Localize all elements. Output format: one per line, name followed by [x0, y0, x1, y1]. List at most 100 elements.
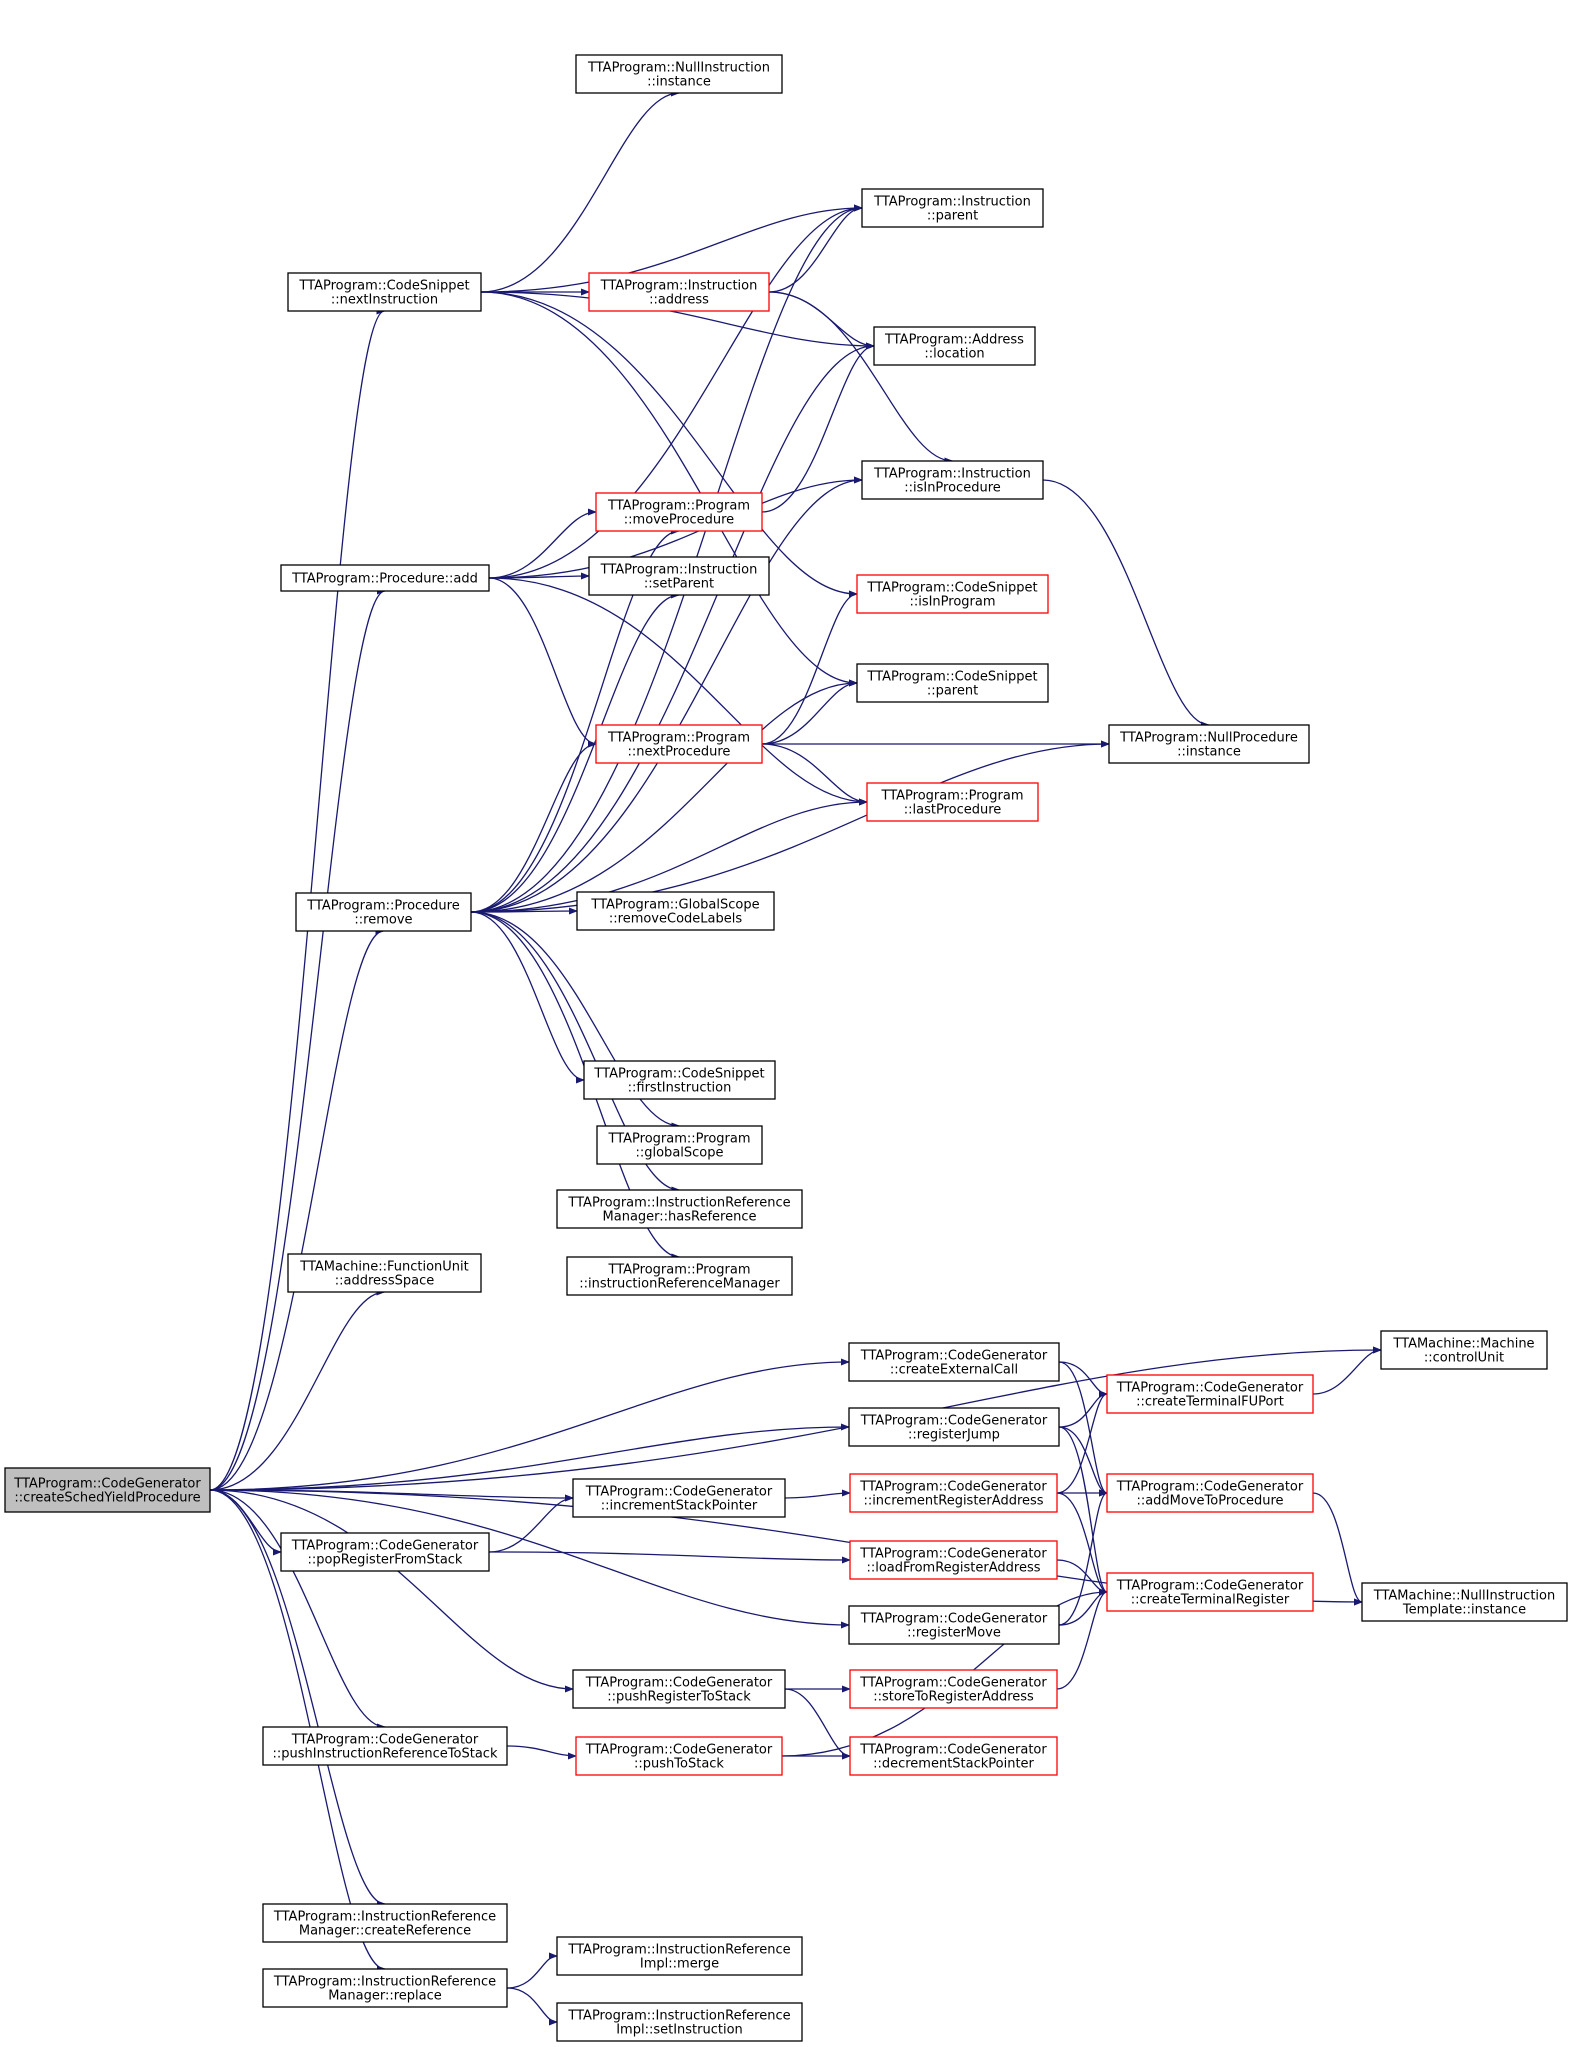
node-cs-firstInstruction[interactable]: TTAProgram::CodeSnippet::firstInstructio… — [583, 1060, 776, 1100]
call-edge-instr_address-to-instr_parent — [768, 204, 863, 293]
node-label-line: TTAProgram::Program — [607, 499, 750, 514]
node-box — [583, 1060, 776, 1100]
node-instr-isInProcedure[interactable]: TTAProgram::Instruction::isInProcedure — [861, 460, 1044, 500]
node-cs-isInProgram[interactable]: TTAProgram::CodeSnippet::isInProgram — [856, 574, 1049, 614]
call-edge-proc_remove-to-irm_hasReference — [470, 911, 681, 1194]
node-proc-add[interactable]: TTAProgram::Procedure::add — [280, 564, 490, 592]
node-box — [848, 1342, 1060, 1382]
node-null-proc-instance[interactable]: TTAProgram::NullProcedure::instance — [1108, 724, 1310, 764]
node-instr-address[interactable]: TTAProgram::Instruction::address — [588, 272, 770, 312]
node-gs-removeCodeLabels[interactable]: TTAProgram::GlobalScope::removeCodeLabel… — [576, 891, 775, 931]
node-prog-nextProcedure[interactable]: TTAProgram::Program::nextProcedure — [595, 724, 763, 764]
node-box — [262, 1968, 508, 2008]
node-label-line: ::location — [924, 347, 984, 362]
edge-arrow — [1058, 1588, 1108, 1626]
node-cg-loadFromRegisterAddress[interactable]: TTAProgram::CodeGenerator::loadFromRegis… — [849, 1540, 1058, 1580]
node-label-line: TTAProgram::CodeGenerator — [859, 1676, 1047, 1691]
node-label-line: ::addressSpace — [335, 1274, 434, 1289]
node-label-line: ::decrementStackPointer — [873, 1757, 1034, 1772]
node-cg-addMoveToProcedure[interactable]: TTAProgram::CodeGenerator::addMoveToProc… — [1106, 1473, 1314, 1513]
node-label-line: TTAProgram::CodeGenerator — [1116, 1579, 1304, 1594]
node-label-line: ::parent — [927, 209, 978, 224]
node-label-line: ::createExternalCall — [890, 1363, 1018, 1378]
node-box — [287, 272, 482, 312]
node-root[interactable]: TTAProgram::CodeGenerator::createSchedYi… — [4, 1467, 211, 1513]
node-label-line: TTAProgram::InstructionReference — [567, 1196, 790, 1211]
call-edge-instr_isInProcedure-to-null_proc_instance — [1042, 479, 1210, 729]
call-edge-proc_remove-to-instr_setParent — [470, 591, 680, 913]
node-prog-irm[interactable]: TTAProgram::Program::instructionReferenc… — [566, 1256, 793, 1296]
node-ci-nextInstruction[interactable]: TTAProgram::CodeSnippet::nextInstruction — [287, 272, 482, 312]
node-iri-setInstruction[interactable]: TTAProgram::InstructionReferenceImpl::se… — [556, 2002, 803, 2042]
node-box — [575, 1736, 783, 1776]
node-label-line: ::controlUnit — [1424, 1351, 1504, 1366]
node-label-line: ::instance — [1177, 745, 1241, 760]
edge-arrow — [1312, 1346, 1382, 1395]
node-label-line: ::pushRegisterToStack — [607, 1690, 751, 1705]
node-label-line: ::isInProgram — [909, 595, 995, 610]
node-irm-hasReference[interactable]: TTAProgram::InstructionReferenceManager:… — [556, 1189, 803, 1229]
node-null-instr-instance[interactable]: TTAProgram::NullInstruction::instance — [575, 54, 783, 94]
call-edge-proc_add-to-instr_parent — [488, 204, 863, 579]
node-label-line: TTAProgram::CodeSnippet — [298, 279, 469, 294]
node-box — [295, 892, 472, 932]
node-prog-moveProcedure[interactable]: TTAProgram::Program::moveProcedure — [595, 492, 763, 532]
node-cg-decrementStackPointer[interactable]: TTAProgram::CodeGenerator::decrementStac… — [849, 1736, 1058, 1776]
node-box — [849, 1736, 1058, 1776]
node-label-line: TTAProgram::Instruction — [600, 563, 758, 578]
node-cg-pushRegisterToStack[interactable]: TTAProgram::CodeGenerator::pushRegisterT… — [572, 1669, 786, 1709]
node-cg-incrementRegisterAddress[interactable]: TTAProgram::CodeGenerator::incrementRegi… — [849, 1473, 1058, 1513]
node-label-line: Manager::createReference — [299, 1924, 471, 1939]
node-cg-popRegisterFromStack[interactable]: TTAProgram::CodeGenerator::popRegisterFr… — [280, 1532, 490, 1572]
node-layer: TTAProgram::CodeGenerator::createSchedYi… — [4, 54, 1568, 2042]
node-cg-pushToStack[interactable]: TTAProgram::CodeGenerator::pushToStack — [575, 1736, 783, 1776]
node-label-line: TTAProgram::Instruction — [600, 279, 758, 294]
edge-arrow — [488, 577, 597, 748]
node-cg-pushInstructionReferenceToStack[interactable]: TTAProgram::CodeGenerator::pushInstructi… — [262, 1726, 508, 1766]
node-label-line: ::incrementStackPointer — [601, 1499, 758, 1514]
node-label-line: ::setParent — [644, 577, 714, 592]
node-box — [566, 1256, 793, 1296]
call-edge-prog_moveProcedure-to-address_location — [761, 342, 875, 513]
edge-arrow — [488, 508, 597, 579]
node-box — [575, 54, 783, 94]
edge-arrow — [209, 1489, 386, 1908]
node-label-line: TTAProgram::Program — [881, 789, 1024, 804]
node-irm-createReference[interactable]: TTAProgram::InstructionReferenceManager:… — [262, 1903, 508, 1943]
node-label-line: TTAProgram::CodeGenerator — [291, 1539, 479, 1554]
node-cg-storeToRegisterAddress[interactable]: TTAProgram::CodeGenerator::storeToRegist… — [849, 1669, 1058, 1709]
node-null-template-instance[interactable]: TTAMachine::NullInstructionTemplate::ins… — [1361, 1582, 1568, 1622]
edge-arrow — [209, 1489, 282, 1556]
node-address-location[interactable]: TTAProgram::Address::location — [873, 326, 1036, 366]
call-edge-proc_remove-to-cs_firstInstruction — [470, 911, 585, 1084]
node-proc-remove[interactable]: TTAProgram::Procedure::remove — [295, 892, 472, 932]
node-instr-setParent[interactable]: TTAProgram::Instruction::setParent — [588, 556, 770, 596]
node-box — [1108, 724, 1310, 764]
node-iri-merge[interactable]: TTAProgram::InstructionReferenceImpl::me… — [556, 1936, 803, 1976]
node-fu-addressSpace[interactable]: TTAMachine::FunctionUnit::addressSpace — [287, 1253, 482, 1293]
node-cg-createTerminalRegister[interactable]: TTAProgram::CodeGenerator::createTermina… — [1106, 1572, 1314, 1612]
node-cg-createExternalCall[interactable]: TTAProgram::CodeGenerator::createExterna… — [848, 1342, 1060, 1382]
edge-arrow — [209, 927, 385, 1491]
node-label-line: Impl::merge — [640, 1957, 719, 1972]
node-prog-lastProcedure[interactable]: TTAProgram::Program::lastProcedure — [866, 782, 1039, 822]
node-instr-parent[interactable]: TTAProgram::Instruction::parent — [861, 188, 1044, 228]
node-prog-globalScope[interactable]: TTAProgram::Program::globalScope — [596, 1125, 763, 1165]
call-edge-proc_remove-to-prog_nextProcedure — [470, 740, 597, 913]
node-label-line: TTAProgram::CodeSnippet — [866, 670, 1037, 685]
node-box — [861, 188, 1044, 228]
node-label-line: ::storeToRegisterAddress — [873, 1690, 1034, 1705]
node-cg-registerMove[interactable]: TTAProgram::CodeGenerator::registerMove — [848, 1605, 1060, 1645]
node-cs-parent[interactable]: TTAProgram::CodeSnippet::parent — [856, 663, 1049, 703]
edge-arrow — [480, 291, 858, 687]
call-edge-root-to-proc_remove — [209, 927, 385, 1491]
edge-arrow — [506, 1952, 558, 1989]
node-label-line: ::incrementRegisterAddress — [863, 1494, 1043, 1509]
node-cg-registerJump[interactable]: TTAProgram::CodeGenerator::registerJump — [848, 1407, 1060, 1447]
node-irm-replace[interactable]: TTAProgram::InstructionReferenceManager:… — [262, 1968, 508, 2008]
node-cg-incrementStackPointer[interactable]: TTAProgram::CodeGenerator::incrementStac… — [572, 1478, 786, 1518]
node-label-line: TTAProgram::CodeGenerator — [585, 1743, 773, 1758]
node-cg-createTerminalFUPort[interactable]: TTAProgram::CodeGenerator::createTermina… — [1106, 1374, 1314, 1414]
node-machine-controlUnit[interactable]: TTAMachine::Machine::controlUnit — [1380, 1330, 1548, 1370]
call-edge-proc_remove-to-prog_moveProcedure — [470, 527, 680, 913]
